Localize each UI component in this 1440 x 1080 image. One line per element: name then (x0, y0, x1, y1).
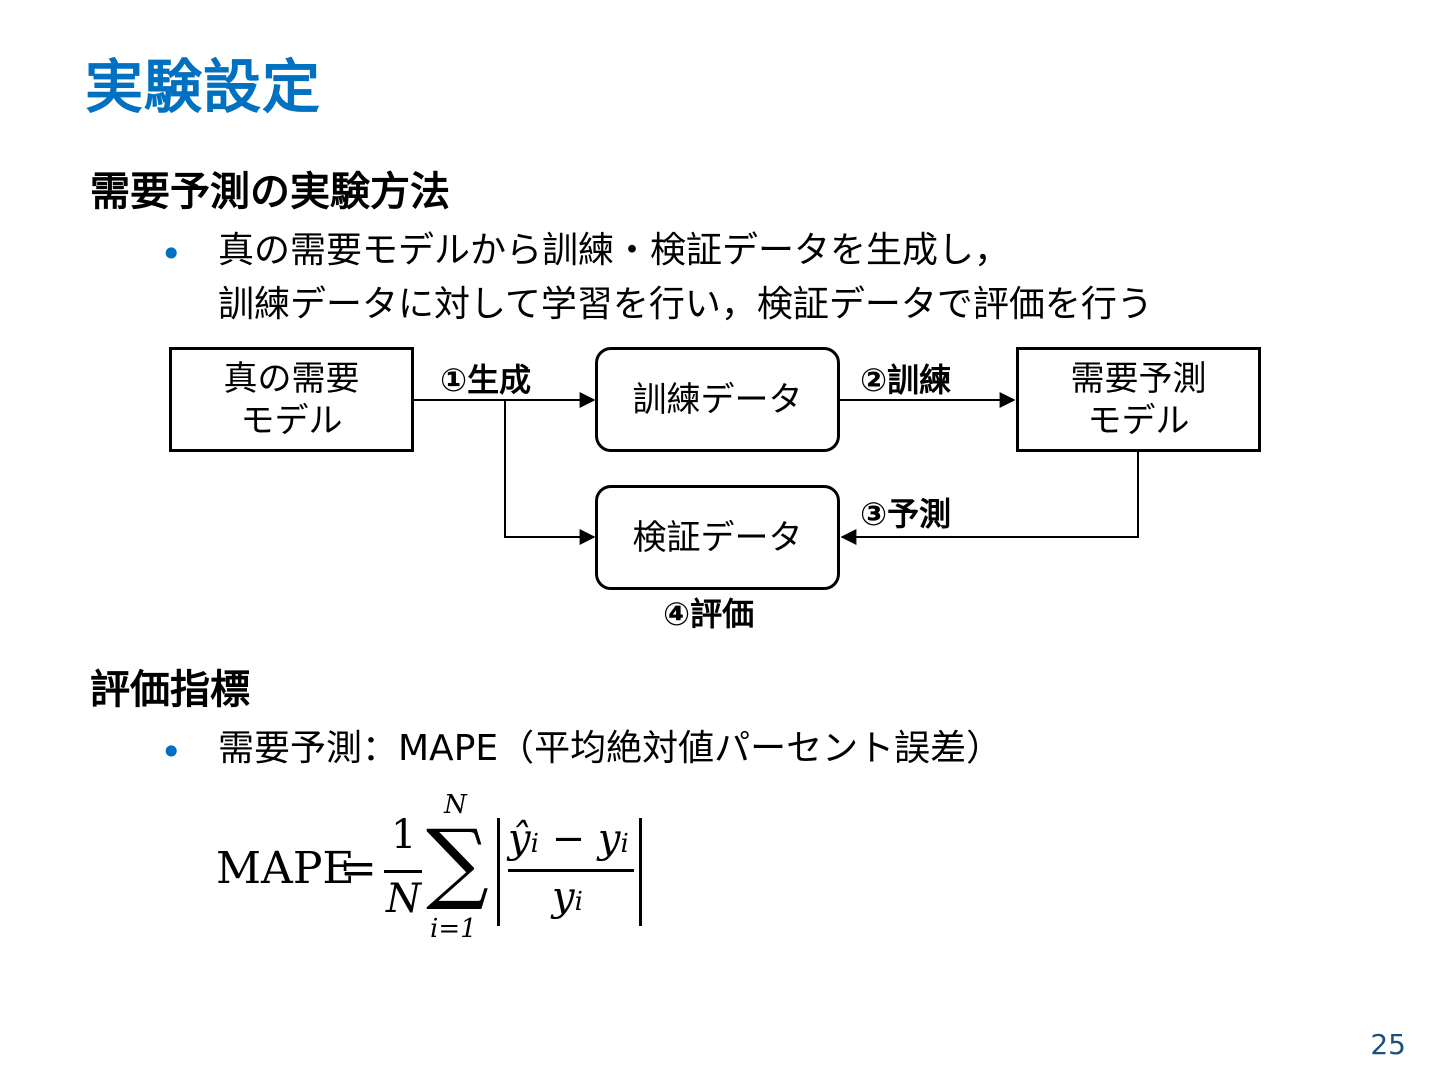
formula-fraction-numerator: 1 (391, 812, 417, 858)
formula-den-y: y (552, 874, 575, 920)
box-train-data: 訓練データ (595, 347, 840, 452)
formula-den-sub: i (574, 887, 583, 917)
bullet-text-line1: 真の需要モデルから訓練・検証データを生成し， (218, 230, 1011, 271)
formula-fraction-denominator: N (386, 876, 421, 922)
box-prediction-model: 需要予測 モデル (1016, 347, 1261, 452)
slide-title: 実験設定 (85, 53, 322, 121)
box-true-demand-model: 真の需要 モデル (169, 347, 414, 452)
formula-y-sub: i (620, 829, 629, 859)
bullet-dot: • (160, 232, 183, 276)
step-label-generate: ①生成 (440, 361, 532, 399)
formula-inner-fraction-bar (508, 869, 634, 872)
formula-fraction-bar (384, 870, 422, 873)
formula-yhat: ŷ (508, 816, 531, 862)
section-heading-metric: 評価指標 (90, 667, 250, 713)
page-number: 25 (1370, 1028, 1406, 1061)
step-label-predict: ③予測 (860, 495, 952, 533)
bullet-text-line2: 訓練データに対して学習を行い，検証データで評価を行う (218, 284, 1153, 325)
box-prediction-model-line1: 需要予測 (1070, 358, 1207, 399)
formula-abs-left (497, 818, 500, 926)
formula-inner-denominator: yi (552, 874, 583, 920)
bullet-text-metric: 需要予測：MAPE（平均絶対値パーセント誤差） (218, 728, 1003, 769)
formula-inner-numerator: ŷi − yi (508, 816, 629, 862)
formula-abs-right (639, 818, 642, 926)
arrow-predict-valid (840, 452, 1139, 545)
bullet-dot-metric: • (160, 730, 183, 774)
box-true-demand-model-line2: モデル (240, 400, 343, 441)
formula-sum-upper: N (444, 790, 467, 820)
box-prediction-model-line2: モデル (1087, 400, 1190, 441)
formula-sum-lower: i=1 (430, 914, 477, 944)
box-train-data-label: 訓練データ (632, 379, 803, 420)
step-label-evaluate: ④評価 (663, 595, 755, 633)
section-heading-method: 需要予測の実験方法 (90, 169, 450, 215)
formula-yhat-sub: i (530, 829, 539, 859)
formula-minus: − (551, 816, 586, 862)
arrow-generate-valid (504, 400, 596, 545)
step-label-train: ②訓練 (860, 361, 952, 399)
box-true-demand-model-line1: 真の需要 (223, 358, 360, 399)
formula-equals: = (340, 843, 377, 894)
formula-lhs: MAPE (216, 843, 355, 894)
box-valid-data-label: 検証データ (632, 517, 803, 558)
box-valid-data: 検証データ (595, 485, 840, 590)
formula-y: y (597, 816, 621, 862)
formula-sum-symbol: ∑ (426, 810, 489, 913)
